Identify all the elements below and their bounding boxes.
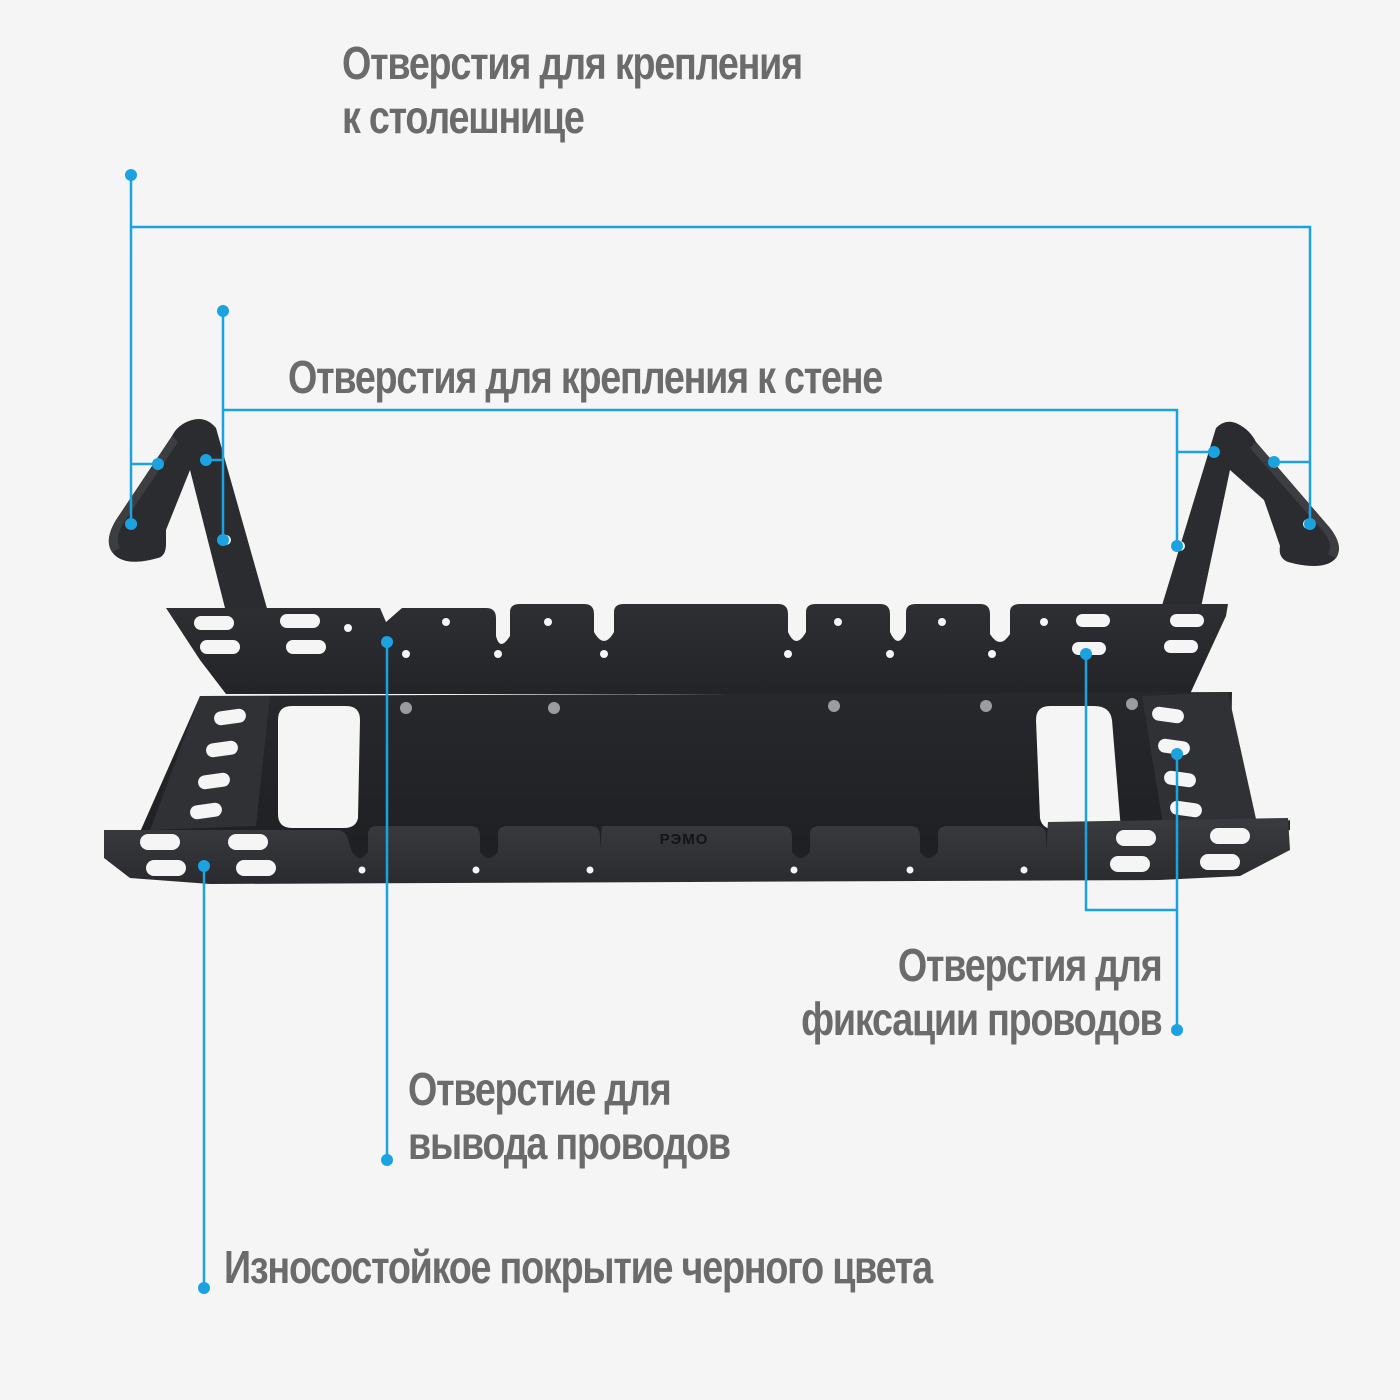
front-hole: [1020, 866, 1028, 874]
back-hole: [886, 650, 894, 658]
screw-head: [548, 702, 560, 714]
callout-dot: [152, 458, 164, 470]
cable-tray: РЭМО: [104, 419, 1339, 884]
callout-dot: [125, 518, 137, 530]
callout-line-tabletop: [129, 175, 1312, 524]
back-slot: [286, 640, 326, 654]
brand-mark: РЭМО: [660, 831, 709, 848]
callout-dot: [1171, 1024, 1183, 1036]
back-hole: [402, 650, 410, 658]
side-slot: [190, 802, 222, 820]
callout-dot: [1268, 456, 1280, 468]
callout-lines: [129, 175, 1312, 1288]
callout-line-wall: [206, 311, 1214, 546]
wire-fixing-slot: [1116, 830, 1156, 846]
callout-dot: [381, 636, 393, 648]
front-wall: РЭМО: [104, 818, 1290, 884]
wire-fixing-slot: [1164, 770, 1196, 788]
callout-dot: [217, 534, 229, 546]
back-slot: [200, 640, 240, 654]
callout-dot: [1080, 648, 1092, 660]
callout-label-line: Отверстие для: [408, 1063, 672, 1115]
wire-fixing-slot: [1170, 614, 1204, 627]
side-slot: [198, 772, 230, 790]
back-wall: [166, 604, 1228, 694]
front-hole: [906, 866, 914, 874]
front-slot: [140, 834, 180, 850]
back-hole: [494, 650, 502, 658]
wire-fixing-slot: [1200, 854, 1240, 870]
back-hole: [600, 650, 608, 658]
callout-dot: [1304, 518, 1316, 530]
callout-dot: [198, 1282, 210, 1294]
callout-label-line: Отверстия для крепления к стене: [288, 351, 883, 403]
back-hole: [344, 624, 352, 632]
callout-label-line: Износостойкое покрытие черного цвета: [224, 1241, 933, 1293]
callout-dot: [1171, 748, 1183, 760]
left-side-wall: [150, 696, 270, 830]
front-slot: [228, 834, 268, 850]
callout-label-tabletop-holes: Отверстия для крепления к столешнице: [342, 36, 803, 144]
screw-head: [980, 700, 992, 712]
wire-outlet-opening-right: [1036, 706, 1121, 830]
front-hole: [586, 866, 594, 874]
callout-label-line: Отверстия для крепления: [342, 37, 803, 89]
callout-line-fixing: [1084, 654, 1179, 1030]
callout-dot: [125, 169, 137, 181]
callout-label-line: вывода проводов: [408, 1117, 731, 1169]
callout-label-wall-holes: Отверстия для крепления к стене: [288, 350, 883, 404]
front-hole: [358, 866, 366, 874]
front-slot: [236, 860, 276, 876]
callout-dot: [381, 1154, 393, 1166]
left-bracket: [108, 419, 268, 612]
callout-dot: [1208, 446, 1220, 458]
wire-fixing-slot: [1164, 640, 1198, 653]
callout-label-coating: Износостойкое покрытие черного цвета: [224, 1240, 933, 1294]
callout-dot: [200, 454, 212, 466]
back-slot: [280, 614, 320, 628]
wire-fixing-slot: [1210, 828, 1250, 844]
back-hole: [784, 650, 792, 658]
screw-head: [1126, 698, 1138, 710]
front-hole: [790, 866, 798, 874]
callout-label-line: Отверстия для: [898, 939, 1163, 991]
back-hole: [442, 618, 450, 626]
wire-outlet-opening-left: [278, 706, 360, 828]
right-bracket: [1160, 421, 1339, 612]
wire-fixing-slot: [1110, 856, 1150, 872]
screw-head: [400, 702, 412, 714]
callout-label-line: к столешнице: [342, 91, 585, 143]
right-side-wall: [1142, 692, 1258, 830]
side-slot: [206, 740, 238, 758]
callout-dot: [198, 860, 210, 872]
back-hole: [1040, 618, 1048, 626]
wire-fixing-slot: [1152, 706, 1184, 724]
callout-dots: [125, 169, 1316, 1294]
screw-head: [828, 700, 840, 712]
tray-floor: [140, 692, 1290, 868]
callout-dot: [1171, 540, 1183, 552]
callout-dot: [217, 305, 229, 317]
back-hole: [544, 618, 552, 626]
front-hole: [472, 866, 480, 874]
side-slot: [214, 708, 246, 726]
callout-label-wire-outlet: Отверстие для вывода проводов: [408, 1062, 731, 1170]
back-slot: [194, 616, 234, 630]
wire-fixing-slot: [1076, 614, 1110, 627]
front-slot: [146, 860, 186, 876]
callout-label-wire-fixing-holes: Отверстия для фиксации проводов: [801, 938, 1164, 1046]
back-hole: [938, 618, 946, 626]
back-hole: [988, 650, 996, 658]
callout-label-line: фиксации проводов: [801, 993, 1164, 1045]
back-hole: [834, 618, 842, 626]
